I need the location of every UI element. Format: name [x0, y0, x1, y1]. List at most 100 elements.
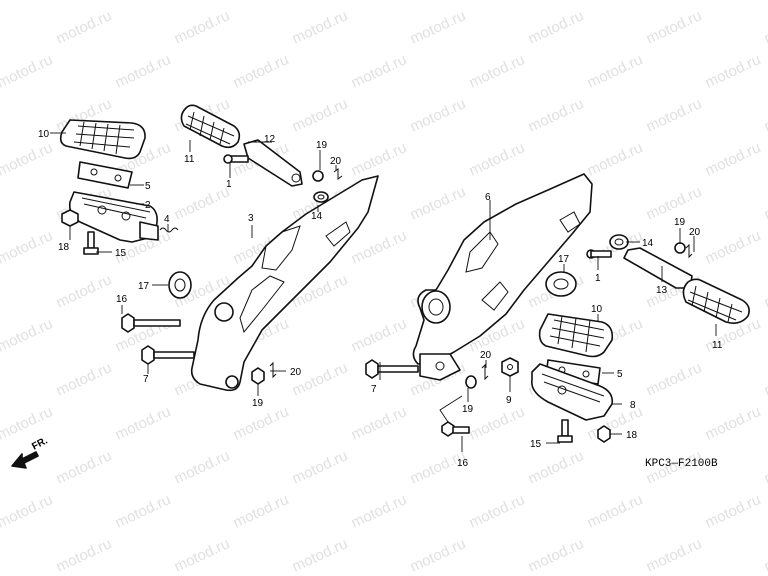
diagram-code: KPC3—F2100B — [645, 458, 718, 470]
watermark-text: motod.ru — [349, 0, 410, 4]
bolt-left-16 — [121, 313, 181, 333]
watermark-text: motod.ru — [0, 403, 55, 443]
nut-right-18 — [597, 425, 611, 443]
watermark-text: motod.ru — [703, 491, 764, 531]
callout-label: 15 — [115, 248, 127, 259]
watermark-text: motod.ru — [113, 403, 174, 443]
watermark-text: motod.ru — [290, 7, 351, 47]
watermark-text: motod.ru — [526, 447, 587, 487]
rear-peg-rubber-right — [682, 278, 750, 324]
callout-label: 10 — [591, 304, 603, 315]
watermark-text: motod.ru — [54, 7, 115, 47]
watermark-text: motod.ru — [172, 183, 233, 223]
watermark-text: motod.ru — [467, 139, 528, 179]
watermark-text: motod.ru — [526, 7, 587, 47]
callout-label: 19 — [252, 398, 264, 409]
watermark-text: motod.ru — [703, 403, 764, 443]
callout-label: 11 — [184, 154, 195, 165]
watermark-text: motod.ru — [526, 535, 587, 575]
watermark-text: motod.ru — [467, 0, 528, 4]
watermark-text: motod.ru — [408, 95, 469, 135]
rear-peg-arm-right — [623, 247, 693, 289]
watermark-text: motod.ru — [703, 0, 764, 4]
callout-label: 1 — [226, 179, 232, 190]
watermark-text: motod.ru — [762, 535, 768, 575]
watermark-text: motod.ru — [231, 0, 292, 4]
clip-left-20 — [333, 168, 343, 180]
callout-label: 5 — [617, 369, 623, 380]
bolt-right-7 — [365, 359, 419, 379]
callout-label: 11 — [712, 340, 723, 351]
callout-label: 7 — [143, 374, 149, 385]
callout-label: 14 — [642, 238, 654, 249]
watermark-text: motod.ru — [644, 535, 705, 575]
watermark-text: motod.ru — [644, 359, 705, 399]
watermark-text: motod.ru — [0, 315, 55, 355]
watermark-text: motod.ru — [0, 0, 55, 4]
watermark-text: motod.ru — [172, 7, 233, 47]
callout-label: 6 — [485, 192, 491, 203]
watermark-text: motod.ru — [231, 51, 292, 91]
watermark-text: motod.ru — [349, 491, 410, 531]
callout-label: 4 — [164, 214, 170, 225]
watermark-text: motod.ru — [526, 95, 587, 135]
front-label: FR. — [30, 435, 50, 452]
callout-label: 16 — [116, 294, 128, 305]
front-direction-indicator: FR. — [11, 435, 50, 469]
watermark-text: motod.ru — [290, 447, 351, 487]
watermark-text: motod.ru — [349, 51, 410, 91]
watermark-text: motod.ru — [762, 95, 768, 135]
watermark-text: motod.ru — [408, 183, 469, 223]
watermark-text: motod.ru — [644, 7, 705, 47]
callout-label: 19 — [316, 140, 328, 151]
callout-label: 14 — [311, 211, 323, 222]
front-arrow-icon — [11, 451, 39, 469]
watermark-text: motod.ru — [467, 51, 528, 91]
watermark-text: motod.ru — [0, 227, 55, 267]
watermark-text: motod.ru — [762, 447, 768, 487]
callout-label: 17 — [558, 254, 570, 265]
watermark-text: motod.ru — [54, 359, 115, 399]
bolt-left-15 — [83, 231, 99, 255]
callout-label: 20 — [689, 227, 701, 238]
callout-label: 13 — [656, 285, 668, 296]
main-bracket-right — [412, 173, 593, 381]
nut-left-19b — [251, 367, 265, 385]
callout-label: 20 — [290, 367, 302, 378]
callout-label: 1 — [595, 273, 601, 284]
watermark-text: motod.ru — [349, 315, 410, 355]
watermark-text: motod.ru — [585, 51, 646, 91]
footpeg-bracket-left — [68, 191, 159, 243]
nut-left-18 — [61, 209, 79, 227]
callout-label: 20 — [330, 156, 342, 167]
callout-label: 2 — [145, 200, 151, 211]
callout-label: 20 — [480, 350, 492, 361]
callout-label: 5 — [145, 181, 151, 192]
pin-left — [223, 154, 249, 164]
callout-label: 9 — [506, 395, 512, 406]
watermark-text: motod.ru — [644, 95, 705, 135]
callout-label: 10 — [38, 129, 50, 140]
callout-label: 3 — [248, 213, 254, 224]
leader-lines — [50, 132, 717, 452]
rear-peg-rubber-left — [180, 104, 241, 149]
clip-left-20b — [269, 361, 277, 379]
watermark-text: motod.ru — [408, 7, 469, 47]
callout-label: 7 — [371, 384, 377, 395]
callout-label: 12 — [264, 134, 276, 145]
watermark-text: motod.ru — [408, 535, 469, 575]
watermark-text: motod.ru — [0, 51, 55, 91]
watermark-text: motod.ru — [113, 491, 174, 531]
watermark-text: motod.ru — [585, 139, 646, 179]
grommet-left-17 — [168, 271, 192, 299]
washer-left-19 — [312, 170, 324, 182]
footpeg-rubber-left — [59, 119, 146, 160]
bolt-right-15 — [557, 419, 573, 443]
footpeg-plate-left — [77, 161, 133, 189]
watermark-text: motod.ru — [0, 491, 55, 531]
watermark-text: motod.ru — [467, 403, 528, 443]
clip-right-20 — [685, 243, 693, 259]
watermark-text: motod.ru — [290, 359, 351, 399]
nut-right-9 — [501, 357, 519, 377]
